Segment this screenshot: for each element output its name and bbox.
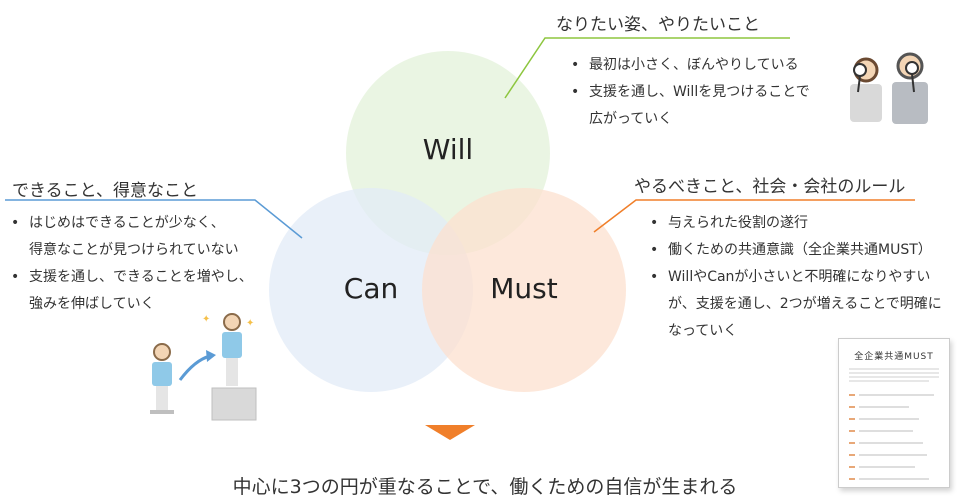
can-circle <box>269 188 473 392</box>
will-bullet-item: 支援を通し、Willを見つけることで <box>567 79 810 106</box>
can-circle-label: Can <box>343 272 399 305</box>
can-connector-line <box>5 199 303 239</box>
svg-text:✦: ✦ <box>202 314 210 325</box>
can-bullet-continuation: 得意なことが見つけられていない <box>29 242 239 258</box>
man-searching-icon <box>892 52 928 124</box>
must-connector-line <box>593 199 915 233</box>
must-bullet-item: WillやCanが小さいと不明確になりやすい <box>646 264 942 291</box>
must-bullet-item: 働くための共通意識（全企業共通MUST） <box>646 237 942 264</box>
down-arrow-icon <box>425 425 475 440</box>
document-lines <box>849 368 939 480</box>
can-heading: できること、得意なこと <box>12 181 198 201</box>
can-bullet-item: はじめはできることが少なく、 <box>7 210 253 237</box>
must-circle <box>422 188 626 392</box>
must-bullet-continuation: なっていく <box>668 323 738 339</box>
can-bullet-continuation: 強みを伸ばしていく <box>29 296 155 312</box>
will-connector-line <box>504 37 790 99</box>
must-bullet-list: 与えられた役割の遂行 働くための共通意識（全企業共通MUST） WillやCan… <box>646 210 942 345</box>
will-bullet-continuation: 広がっていく <box>589 111 673 127</box>
must-circle-label: Must <box>490 272 558 305</box>
conclusion-text: 中心に3つの円が重なることで、働くための自信が生まれる <box>232 476 738 498</box>
will-heading: なりたい姿、やりたいこと <box>556 15 760 35</box>
person-tall-icon <box>222 313 242 386</box>
person-small-icon <box>150 343 174 414</box>
will-bullet-item: 最初は小さく、ぼんやりしている <box>567 52 810 79</box>
must-document-thumbnail: 全企業共通MUST <box>838 338 950 488</box>
will-bullet-list: 最初は小さく、ぼんやりしている 支援を通し、Willを見つけることで 広がってい… <box>567 52 810 133</box>
can-bullet-list: はじめはできることが少なく、 得意なことが見つけられていない 支援を通し、できる… <box>7 210 253 318</box>
growth-illustration: ✦ ✦ <box>150 313 257 421</box>
must-bullet-item: 与えられた役割の遂行 <box>646 210 942 237</box>
must-heading: やるべきこと、社会・会社のルール <box>634 177 906 197</box>
magnifier-people-illustration <box>850 52 928 124</box>
document-title: 全企業共通MUST <box>854 352 934 362</box>
must-bullet-continuation: が、支援を通し、2つが増えることで明確に <box>668 296 942 312</box>
will-circle-label: Will <box>422 133 474 166</box>
woman-searching-icon <box>850 57 882 122</box>
can-bullet-item: 支援を通し、できることを増やし、 <box>7 264 253 291</box>
svg-text:✦: ✦ <box>246 318 254 329</box>
